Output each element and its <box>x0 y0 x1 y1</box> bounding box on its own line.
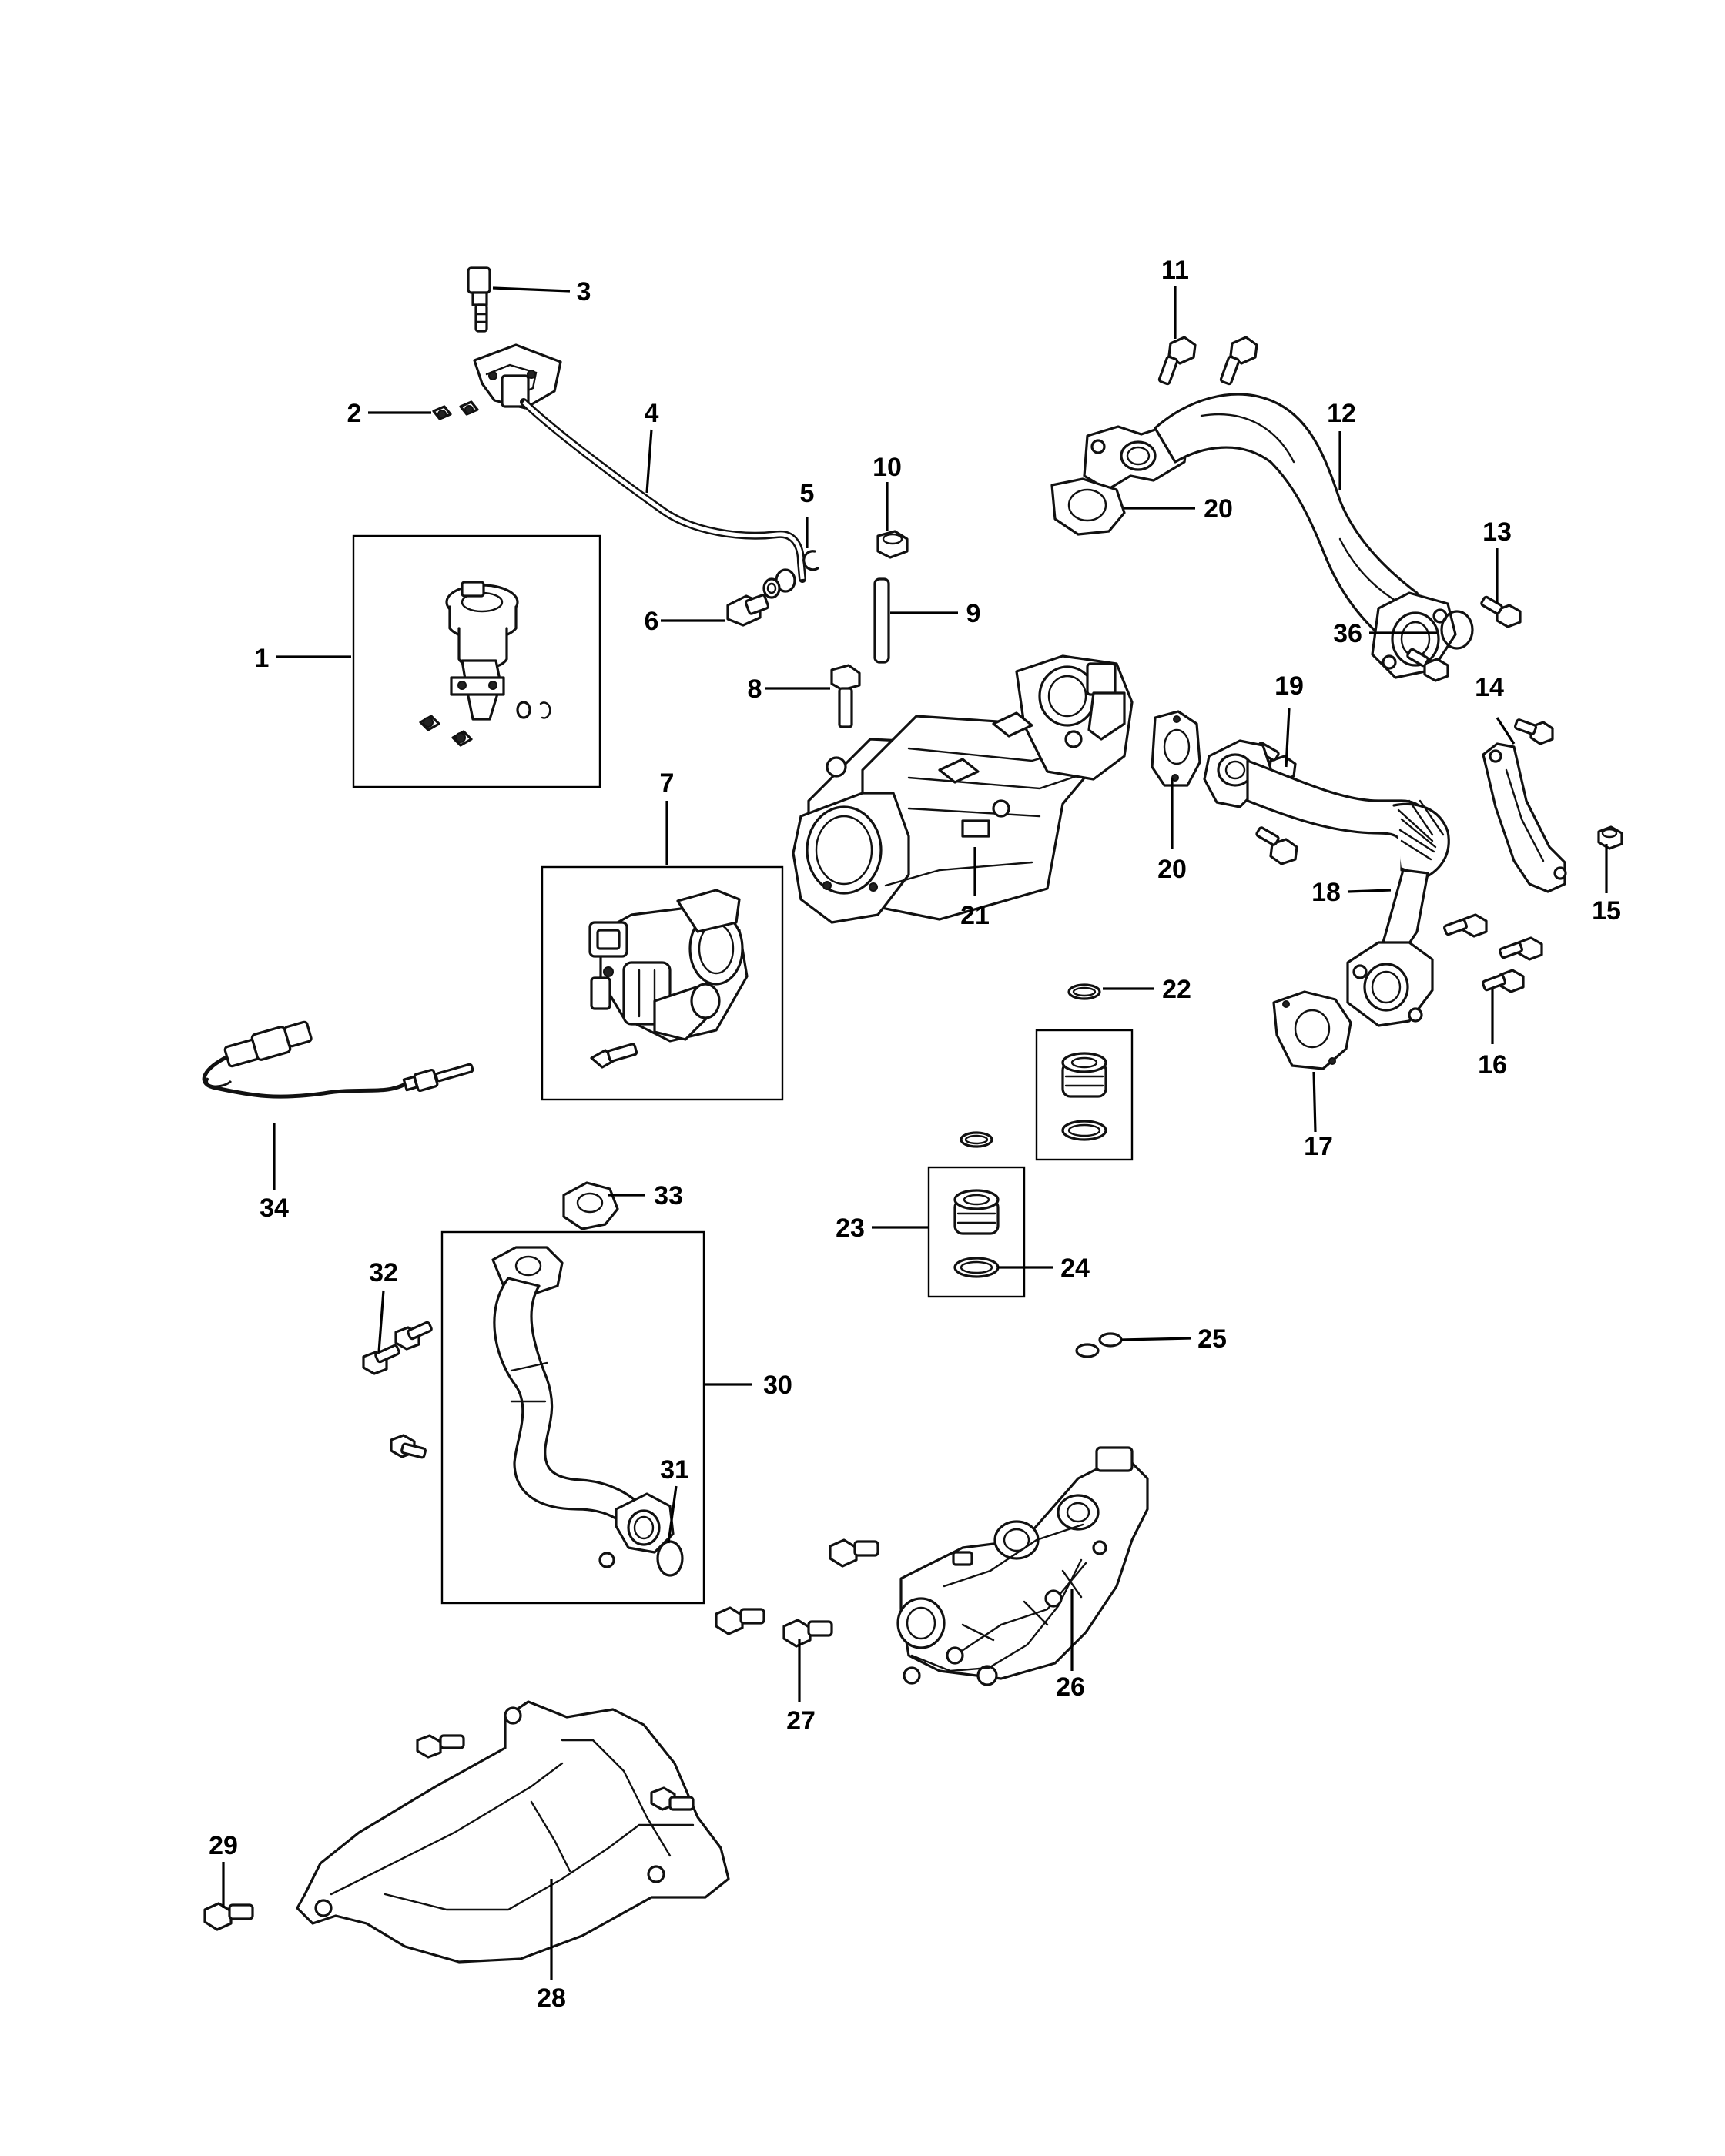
callout-11: 11 <box>1161 256 1189 285</box>
gasket-part-20-middle <box>1151 710 1201 787</box>
callout-4: 4 <box>645 399 659 428</box>
screws-part-13 <box>1406 595 1522 682</box>
callout-22: 22 <box>1162 975 1191 1004</box>
callout-30: 30 <box>763 1371 792 1400</box>
callout-21: 21 <box>960 901 990 930</box>
sensor-tube-part-4 <box>473 343 806 599</box>
screws-part-2 <box>432 400 479 420</box>
egr-tube-part-18 <box>1203 739 1450 1027</box>
callout-27: 27 <box>786 1706 816 1736</box>
screw-part-15 <box>1597 825 1623 850</box>
bracket-part-14 <box>1482 742 1567 893</box>
callout-33: 33 <box>654 1181 683 1210</box>
gasket-part-17 <box>1272 990 1352 1070</box>
gasket-part-20-upper <box>1050 477 1126 536</box>
o-ring-part-36 <box>1440 610 1474 650</box>
callout-23: 23 <box>836 1214 865 1243</box>
callout-12: 12 <box>1327 399 1356 428</box>
callout-31: 31 <box>660 1455 689 1485</box>
heat-shield-part-28 <box>296 1700 730 1964</box>
housing-part-26 <box>896 1446 1149 1686</box>
egr-cooler-part-21 <box>792 654 1134 924</box>
callout-9: 9 <box>966 599 981 628</box>
kit-box-1 <box>352 534 601 788</box>
callout-20-middle: 20 <box>1157 855 1187 884</box>
bolts-part-11 <box>1157 336 1258 386</box>
bolts-part-28 <box>416 1734 695 1811</box>
kit-box-23 <box>927 1166 1026 1298</box>
clip-part-5 <box>802 550 819 571</box>
seal-part-23 <box>953 1131 1000 1278</box>
callout-17: 17 <box>1304 1132 1333 1161</box>
callout-3: 3 <box>577 277 591 306</box>
kit-box-7 <box>541 865 784 1101</box>
callout-2: 2 <box>347 399 362 428</box>
callout-36: 36 <box>1333 619 1362 648</box>
kit-box-22 <box>1035 1029 1134 1161</box>
kit-box-30 <box>440 1230 705 1605</box>
callout-20-upper: 20 <box>1204 494 1233 524</box>
callout-15: 15 <box>1592 896 1621 926</box>
callout-5: 5 <box>800 479 815 508</box>
callout-24: 24 <box>1060 1254 1090 1283</box>
callout-10: 10 <box>873 453 902 482</box>
bolts-part-27 <box>715 1538 879 1648</box>
egr-tube-part-12 <box>1083 393 1457 679</box>
washers-part-25 <box>1075 1332 1123 1358</box>
egr-valve-part-7 <box>588 889 749 1069</box>
screw-part-14 <box>1513 718 1554 745</box>
callout-34: 34 <box>260 1194 289 1223</box>
bolts-part-19 <box>1255 742 1298 865</box>
callout-6: 6 <box>645 607 659 636</box>
callout-32: 32 <box>369 1258 398 1287</box>
seal-part-22 <box>1061 983 1107 1141</box>
callout-28: 28 <box>537 1984 566 2013</box>
callout-25: 25 <box>1197 1324 1227 1354</box>
callout-13: 13 <box>1482 517 1512 547</box>
callout-7: 7 <box>660 768 675 798</box>
callout-8: 8 <box>748 675 762 704</box>
gasket-part-33 <box>562 1181 619 1230</box>
callout-16: 16 <box>1478 1050 1507 1080</box>
callout-18: 18 <box>1311 878 1341 907</box>
temp-sensor-part-34 <box>202 1020 474 1099</box>
pressure-sensor-part-3 <box>467 266 491 333</box>
callout-1: 1 <box>255 644 270 673</box>
o-ring-part-31 <box>656 1540 684 1577</box>
stud-part-9 <box>873 578 890 664</box>
callout-14: 14 <box>1475 673 1504 702</box>
bolts-part-16 <box>1443 913 1543 993</box>
callout-26: 26 <box>1056 1672 1085 1702</box>
callout-19: 19 <box>1274 671 1304 701</box>
callout-29: 29 <box>209 1831 238 1860</box>
nut-part-10 <box>876 530 909 559</box>
bolts-part-32 <box>362 1321 433 1459</box>
banjo-bolt-part-6 <box>726 594 770 627</box>
actuator-part-1 <box>419 581 551 747</box>
bolt-part-8 <box>830 664 861 728</box>
bolt-part-29 <box>203 1902 254 1931</box>
egr-tube-part-30 <box>491 1246 675 1568</box>
